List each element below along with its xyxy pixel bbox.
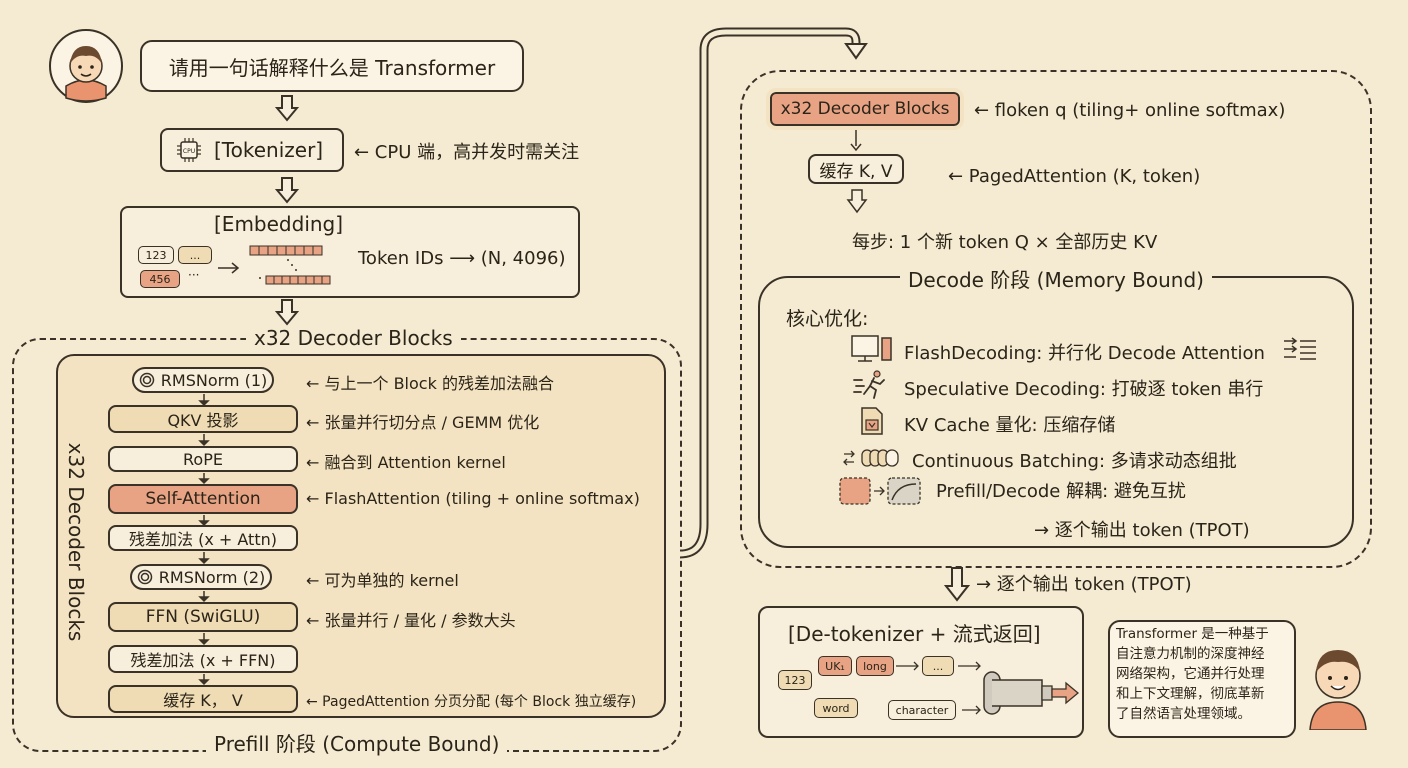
token-chip: character [888,700,956,720]
decode-blocks-note: ← floken q (tiling+ online softmax) [974,100,1286,121]
decode-stage-title: Decode 阶段 (Memory Bound) [900,264,1212,293]
prefill-header: x32 Decoder Blocks [246,326,461,350]
token-ellipsis: ··· [188,268,200,282]
layer-cache-kv: 缓存 K， V [108,685,298,713]
decode-output-inner: → 逐个输出 token (TPOT) [1034,520,1250,541]
answer-text: Transformer 是一种基于 自注意力机制的深度神经 网络架构，它通并行处… [1116,626,1269,722]
optimization-item: Speculative Decoding: 打破逐 token 串行 [904,379,1264,400]
tokenizer-box: CPU [Tokenizer] [160,128,344,172]
layer-note: ← 可为单独的 kernel [306,571,459,590]
token-chip: 123 [778,670,812,690]
embedding-title: [Embedding] [214,212,344,236]
decode-blocks-box: x32 Decoder Blocks [766,88,964,130]
layer-qkv: QKV 投影 [108,405,298,433]
layer-ffn: FFN (SwiGLU) [108,602,298,632]
arrow-down-icon [275,177,299,204]
detokenizer-title: [De-tokenizer + 流式返回] [788,622,1041,646]
embedding-note: Token IDs ⟶ (N, 4096) [358,248,566,269]
layer-note: ← 融合到 Attention kernel [306,453,506,472]
decode-cache-box: 缓存 K, V [808,154,904,184]
decode-output-outer: → 逐个输出 token (TPOT) [976,574,1192,595]
layer-note: ← 张量并行切分点 / GEMM 优化 [306,413,540,432]
prefill-side-label: x32 Decoder Blocks [64,442,88,642]
assistant-avatar-icon [1309,650,1367,730]
optimization-item: FlashDecoding: 并行化 Decode Attention [904,343,1265,364]
token-chip: 456 [140,270,180,288]
arrow-down-icon [275,299,299,326]
token-chip: ... [922,656,954,676]
token-chip: word [814,698,858,718]
norm-ring-icon [139,372,155,388]
optimization-item: KV Cache 量化: 压缩存储 [904,415,1116,436]
norm-ring-icon [137,569,153,585]
cpu-chip-icon: CPU [177,138,201,162]
answer-bubble [1108,620,1296,738]
layer-note: ← PagedAttention 分页分配 (每个 Block 独立缓存) [306,694,637,710]
tokenizer-note: ← CPU 端，高并发时需关注 [354,142,580,163]
arrow-down-icon [850,130,862,152]
prefill-footer: Prefill 阶段 (Compute Bound) [206,728,508,757]
token-chip: long [856,656,894,676]
token-chip: 123 [138,246,174,264]
decode-step-text: 每步: 1 个新 token Q × 全部历史 KV [852,232,1158,253]
arrow-down-icon [944,567,970,602]
layer-rmsnorm-2: RMSNorm (2) [130,564,272,590]
optimization-item: Continuous Batching: 多请求动态组批 [912,451,1237,472]
layer-self-attention: Self-Attention [108,484,298,514]
layer-note: ← 张量并行 / 量化 / 参数大头 [306,611,516,630]
decode-stage-frame [740,70,1372,568]
user-avatar-icon [49,29,123,103]
layer-rmsnorm-1: RMSNorm (1) [132,367,274,393]
layer-note: ← 与上一个 Block 的残差加法融合 [306,374,554,393]
arrow-down-icon [275,95,299,122]
embedding-matrix-icon [218,245,331,285]
layer-connectors [198,394,210,686]
parallel-lines-icon [1284,337,1316,360]
layer-rope: RoPE [108,446,298,472]
layer-note: ← FlashAttention (tiling + online softma… [306,489,640,508]
arrow-down-icon [846,189,868,214]
prompt-bubble: 请用一句话解释什么是 Transformer [140,40,524,92]
tokenizer-label: [Tokenizer] [214,138,324,162]
layer-residual-attn: 残差加法 (x + Attn) [108,525,298,551]
svg-text:CPU: CPU [183,148,195,155]
monitor-icon [851,335,892,362]
stage-connector-arrow [679,27,868,559]
optimizations-title: 核心优化: [786,308,869,330]
token-chip: UK₁ [818,656,852,676]
runner-icon [853,370,885,399]
file-compress-icon [861,407,883,435]
optimization-item: Prefill/Decode 解耦: 避免互扰 [936,481,1186,502]
prompt-text: 请用一句话解释什么是 Transformer [168,55,496,80]
decode-cache-note: ← PagedAttention (K, token) [948,166,1201,187]
detokenizer-flow-icon [896,661,1080,715]
layer-residual-ffn: 残差加法 (x + FFN) [108,645,298,673]
token-chip: ... [178,246,212,264]
batch-cylinders-icon [843,449,899,467]
decouple-icon [839,477,921,505]
